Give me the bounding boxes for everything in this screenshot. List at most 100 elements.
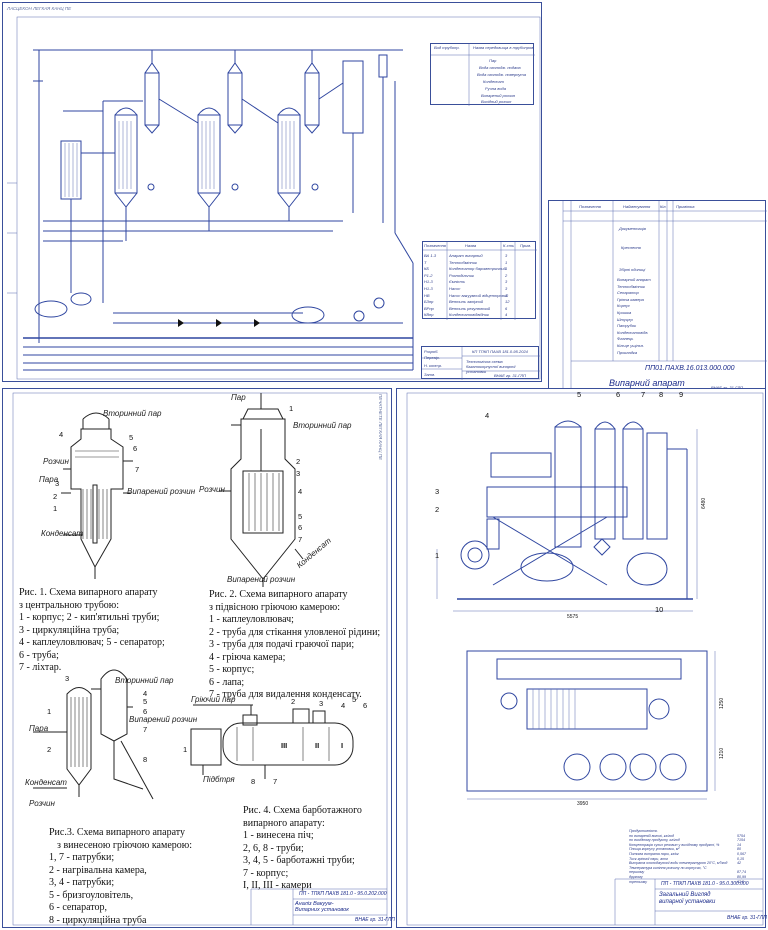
- sheet1-title: Технологічна схема багатокорпусної випар…: [466, 359, 516, 374]
- fig4-label-fuel: Підбтря: [203, 775, 235, 784]
- sheet1-role: Перевір.: [424, 355, 440, 360]
- fig1-num: 6: [133, 444, 138, 453]
- fig3-num: 8: [143, 755, 148, 764]
- fig2-caption-line: 4 - гріюча камера;: [209, 651, 286, 663]
- assembly-spec-value: 0,567: [737, 852, 746, 856]
- equip-cell: НВ: [424, 292, 430, 298]
- fig2-caption: Рис. 2. Схема випарного апарату з підвіс…: [209, 589, 380, 702]
- fig2-caption-line: Рис. 2. Схема випарного апарату: [209, 589, 348, 600]
- fig1-label-steam: Пара: [39, 475, 59, 484]
- assembly-spec-label: третьому: [629, 879, 648, 884]
- legend-row: Пар: [489, 58, 497, 63]
- fig2-label-steam: Пар: [231, 393, 246, 402]
- assembly-num: 8: [659, 390, 664, 399]
- fig3-label-steam: Пара: [29, 724, 49, 733]
- fig2-num: 4: [298, 487, 303, 496]
- assembly-spec-label: першому: [629, 870, 645, 875]
- sheet3-title: Аналіз Вакуум-Випарних установок: [295, 901, 349, 913]
- spec-item: Теплообмінник: [617, 283, 645, 289]
- equip-cell: Розподільник: [449, 272, 474, 278]
- fig2-caption-line: 1 - каплеуловлювач;: [209, 614, 294, 625]
- fig4-num: 2: [291, 697, 296, 706]
- spec-item: Корпус: [617, 303, 631, 309]
- assembly-spec-label: Витрата охолоджуючої води температурою 2…: [629, 861, 728, 866]
- fig2-caption-line: 2 - труба для стікання уловленої рідини;: [209, 626, 381, 638]
- equip-cell: Р1-2: [424, 272, 433, 278]
- assembly-num: 10: [655, 605, 664, 614]
- fig1-num: 7: [135, 465, 140, 474]
- fig3-num: 2: [47, 745, 52, 754]
- fig3-caption-line: 6 - сепаратор,: [49, 902, 108, 913]
- assembly-spec-value: 5754: [737, 833, 745, 838]
- fig2-num: 6: [298, 523, 303, 532]
- spec-item: Фланець: [617, 336, 634, 342]
- fig1-caption-line: 1 - корпус; 2 - кип'ятильні труби;: [19, 612, 160, 623]
- fig4-num: 1: [183, 745, 188, 754]
- fig4-caption-line: 1 - винесена піч;: [243, 830, 314, 841]
- spec-item: Кришка: [617, 310, 632, 315]
- fig4-num: 4: [341, 701, 346, 710]
- fig3-num: 6: [143, 707, 148, 716]
- equip-cell: КВпр: [424, 312, 434, 318]
- assembly-spec-value: 0,15: [737, 856, 744, 861]
- legend-row: Вода охолодж. повернута: [477, 72, 526, 77]
- legend-header-type: Вид трубопр.: [434, 45, 460, 50]
- spec-item: Сепаратор: [617, 290, 639, 296]
- spec-code: ПП01.ПАХВ.16.013.000.000: [645, 365, 735, 372]
- fig4-num: 3: [319, 699, 324, 708]
- fig1-caption-line: Рис. 1. Схема випарного апарату: [19, 587, 158, 598]
- legend-row: Ручна вода: [485, 86, 506, 91]
- fig4-caption: Рис. 4. Схема барботажного випарного апа…: [243, 805, 362, 893]
- fig4-chamber: I: [341, 741, 344, 750]
- process-scheme-drawing: [7, 16, 541, 380]
- equip-cell: Насос: [449, 286, 461, 291]
- assembly-num: 3: [435, 487, 440, 496]
- fig1-label-solution: Розчин: [43, 457, 69, 466]
- assembly-num: 6: [616, 390, 621, 399]
- spec-item: Кільце ущільн.: [617, 343, 645, 348]
- fig4-caption-line: I, II, III - камери: [243, 880, 312, 891]
- sheet1-role: Розроб.: [424, 349, 439, 354]
- fig3-label-secondary-steam: Вторинний пар: [115, 676, 174, 685]
- equip-cell: БЗпр: [424, 299, 434, 305]
- assembly-spec-value: 80: [737, 847, 741, 852]
- equip-cell: Апарат випарний: [449, 253, 483, 258]
- fig1-caption-line: 3 - циркуляційна труба;: [19, 624, 120, 636]
- assembly-num: 5: [577, 390, 582, 399]
- equip-cell: 2: [505, 272, 508, 278]
- equip-cell: 1: [505, 292, 508, 298]
- fig3-caption-line: 1, 7 - патрубки;: [49, 852, 115, 863]
- fig1-caption: Рис. 1. Схема випарного апарату з центра…: [19, 587, 165, 675]
- fig3-caption: Рис.3. Схема випарного апарату з винесен…: [49, 827, 192, 927]
- spec-item: Патрубок: [617, 323, 636, 329]
- fig4-num: 6: [363, 701, 368, 710]
- equip-cell: 1: [505, 259, 508, 265]
- fig4-caption-line: випарного апарату:: [243, 817, 325, 829]
- spec-group: Збірні одиниці: [619, 267, 646, 272]
- fig2-caption-line: з підвісною гріючою камерою:: [209, 601, 341, 613]
- equip-cell: 12: [505, 299, 510, 305]
- spec-group: Креслення: [621, 245, 641, 250]
- fig3-caption-line: 3, 4 - патрубки;: [49, 877, 115, 888]
- assembly-spec-label: Продуктивність: [629, 829, 658, 833]
- equip-cell: Ємність: [449, 279, 466, 285]
- sheet-assembly: 5 6 7 8 9 4 3 2 1 10 6480 5575 1250 1210…: [396, 388, 767, 928]
- fig2-caption-line: 3 - труба для подачі граючої пари;: [209, 639, 355, 650]
- fig3-num: 3: [65, 674, 70, 683]
- fig2-label-secondary-steam: Вторинний пар: [293, 421, 352, 430]
- fig3-caption-line: 2 - нагрівальна камера,: [49, 864, 147, 876]
- fig1-label-condensate: Конденсат: [41, 529, 83, 538]
- fig1-label-evaporated: Випарений розчин: [127, 487, 196, 496]
- assembly-spec-label: по випареній волозі, кг/год: [629, 833, 674, 838]
- assembly-num: 4: [485, 411, 490, 420]
- equip-cell: КБ: [424, 266, 429, 272]
- assembly-title: Загальний Вигляд випарної установки: [659, 892, 716, 905]
- equip-header-code: Позначення: [424, 243, 446, 248]
- spec-item: Прокладка: [617, 349, 638, 355]
- fig3-caption-line: з винесеною гріючою камерою:: [57, 839, 193, 851]
- legend-header-medium: Назва середовища в трубопров.: [473, 45, 535, 50]
- fig1-caption-line: 7 - ліхтар.: [19, 662, 62, 673]
- spec-grid: [562, 201, 767, 396]
- equip-cell: ВРпр: [424, 305, 434, 311]
- spec-header: Найменування: [623, 204, 651, 209]
